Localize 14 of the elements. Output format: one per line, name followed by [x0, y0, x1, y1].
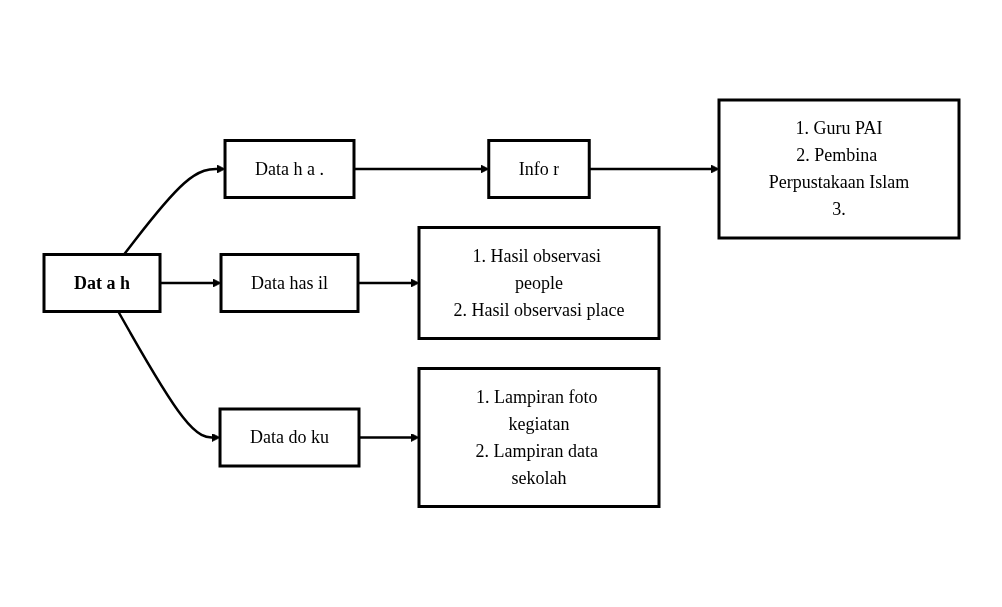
- node-box: Data do ku: [218, 407, 360, 468]
- arrow: [353, 164, 489, 174]
- arrow: [357, 278, 419, 288]
- arrow: [116, 311, 220, 443]
- node-box: Data h a .: [223, 139, 355, 200]
- arrow: [358, 433, 419, 443]
- node-box: 1. Guru PAI 2. Pembina Perpustakaan Islam 3.: [717, 98, 960, 240]
- arrow: [588, 164, 719, 174]
- node-box: Info r: [486, 139, 591, 200]
- node-box: 1. Hasil observasi people 2. Hasil observasi place: [417, 226, 660, 341]
- node-box: Data has il: [219, 253, 359, 314]
- arrow: [159, 278, 221, 288]
- node-box: Dat a h: [42, 253, 161, 314]
- node-box: 1. Lampiran foto kegiatan 2. Lampiran data sekolah: [417, 367, 660, 509]
